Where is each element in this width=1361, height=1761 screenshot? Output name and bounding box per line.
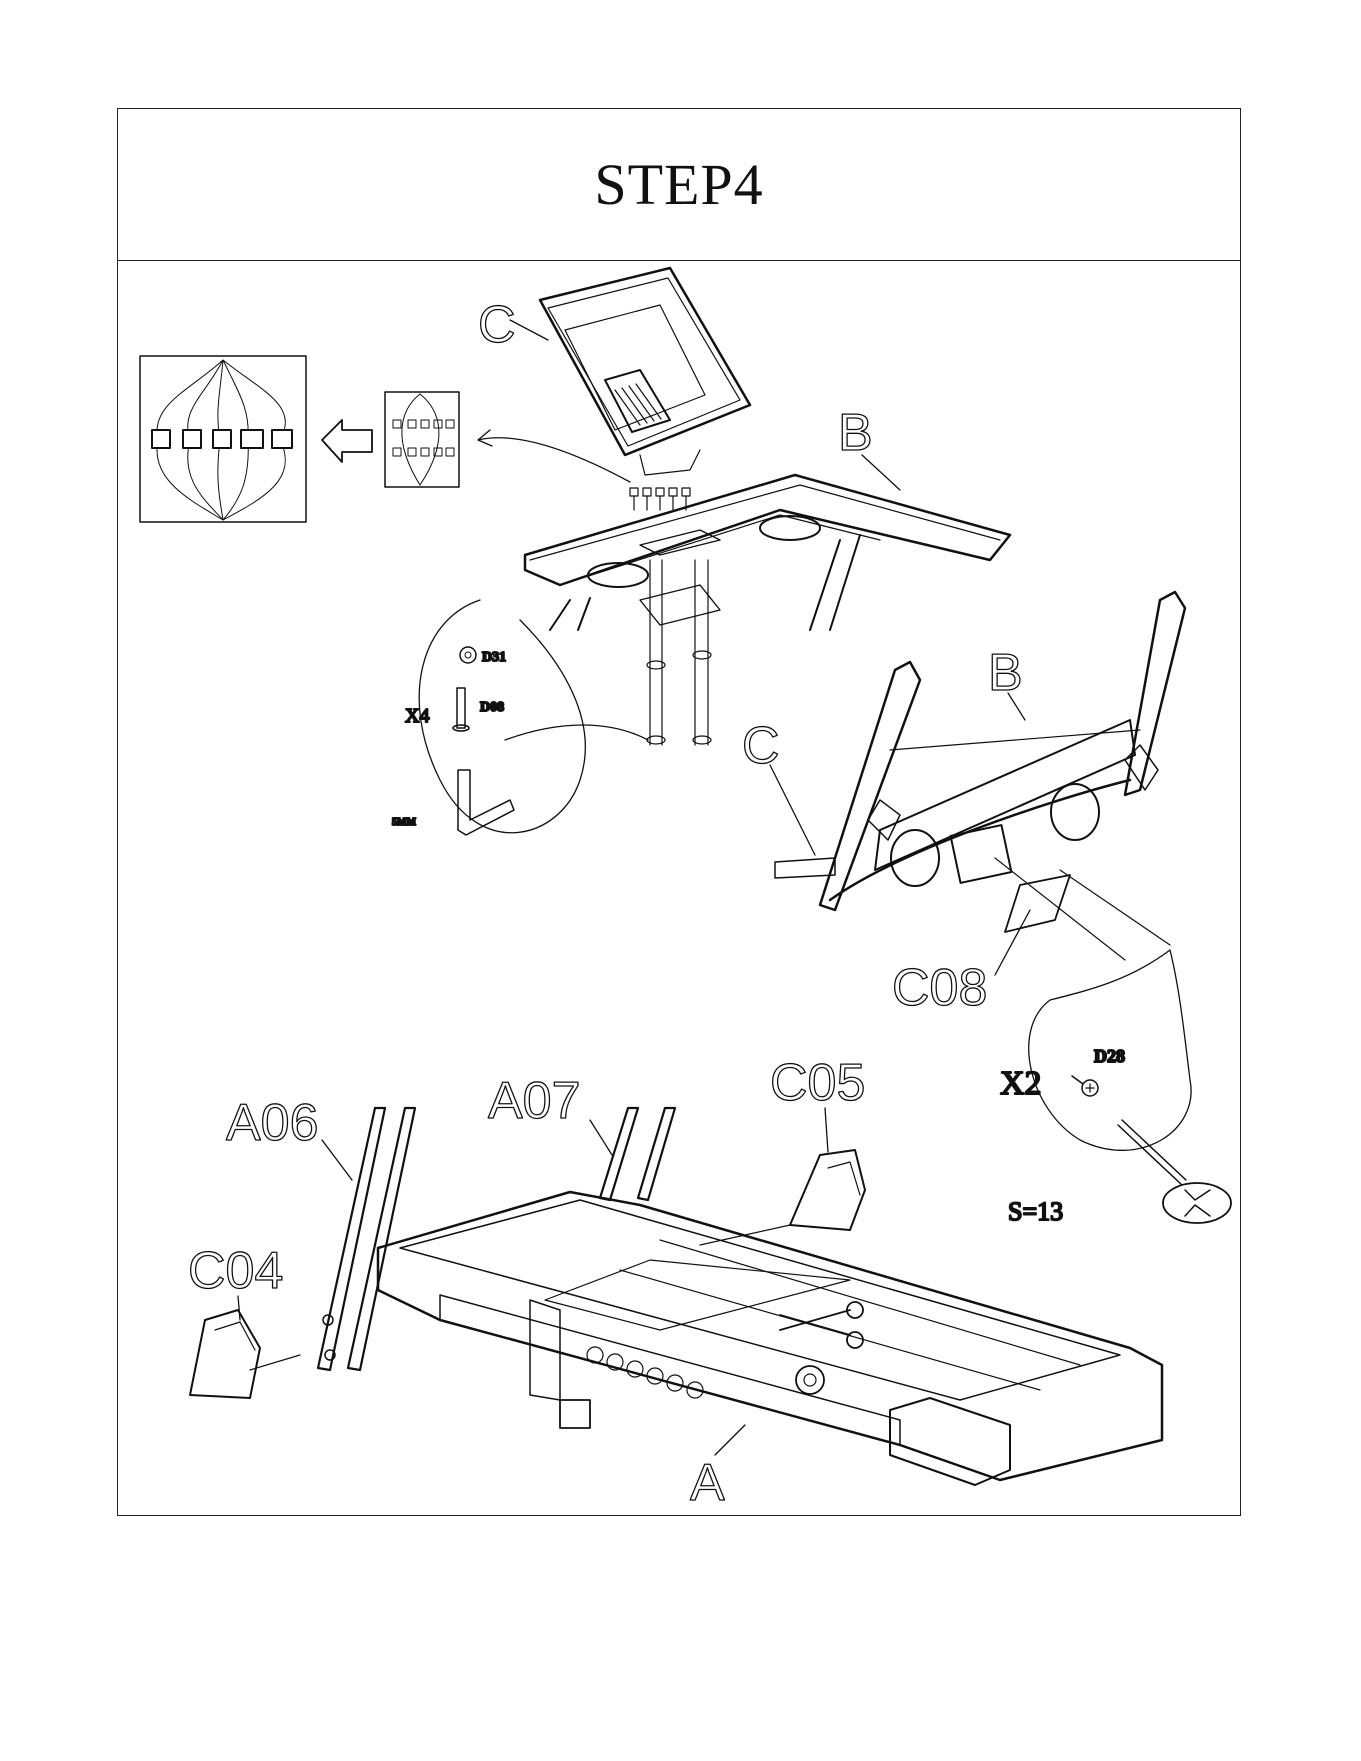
label-console-panel: C08 [892,959,987,1017]
label-cover-right: C05 [770,1054,865,1112]
label-washer: D31 [482,650,506,665]
console-assembly [540,268,750,475]
label-upright-left: A06 [226,1094,319,1152]
label-handlebar-rear: B [988,644,1023,702]
wiring-detail-large [140,356,306,522]
label-upright-right: A07 [488,1072,581,1130]
upright-left [318,1108,415,1370]
label-console: C [478,296,516,354]
arrow-left-icon [322,420,372,462]
label-screw: D28 [1094,1046,1125,1066]
label-console-rear: C [742,717,780,775]
label-bolt: D08 [480,700,504,715]
console-connectors [630,488,690,510]
label-bolt-qty: X4 [405,705,429,727]
cover-left-c04 [190,1310,300,1398]
scissors-icon [780,1302,863,1348]
label-screw-qty: X2 [1000,1065,1042,1102]
label-wrench-size: S=13 [1008,1197,1063,1226]
screwdriver-icon [1118,1120,1186,1185]
label-base: A [690,1454,725,1512]
label-cover-left: C04 [188,1242,283,1300]
allen-key-icon [458,770,514,835]
wiring-detail-small [385,392,459,487]
treadmill-base [378,1192,1162,1485]
handlebar-frame-rear [775,592,1185,910]
handlebar-frame-top [525,475,1010,630]
hardware-callout [419,600,648,833]
console-panel-c08 [995,858,1170,960]
label-handlebar: B [838,404,873,462]
callout-arrow-wiring [478,438,630,482]
wrench-icon [1163,1183,1231,1223]
label-allen-key: 5MM [392,817,416,828]
